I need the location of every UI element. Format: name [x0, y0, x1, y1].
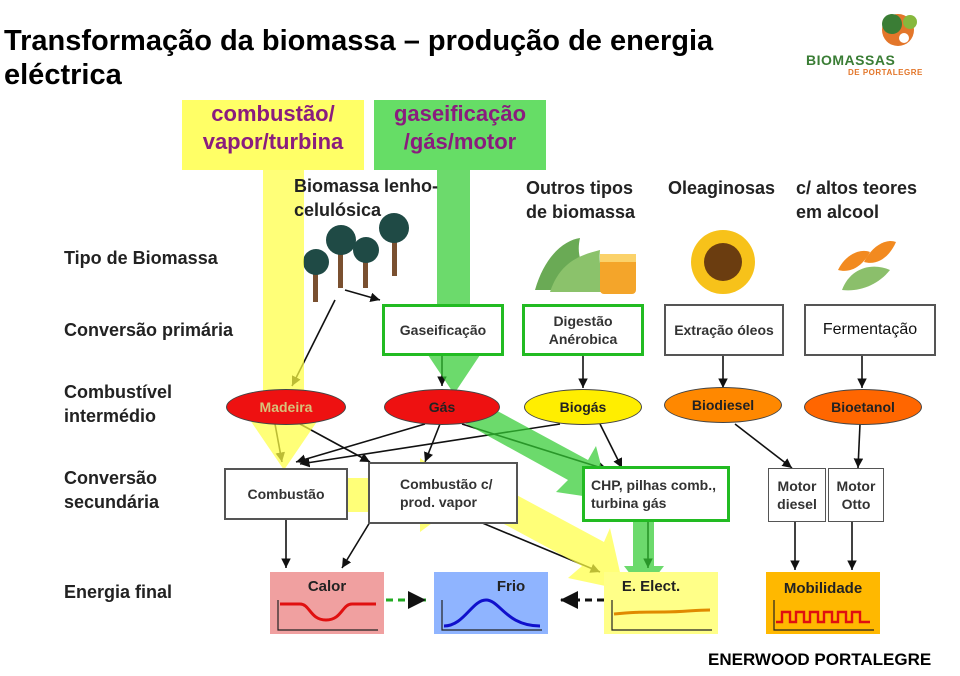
- arrow-biodiesel-to-motor: [734, 423, 793, 469]
- logo-name: BIOMASSAS: [806, 52, 896, 68]
- box-fermentacao: Fermentação: [804, 304, 936, 356]
- fuel-gas: Gás: [384, 389, 500, 425]
- box-combustao: Combustão: [224, 468, 348, 520]
- arrow-vapor-to-calor: [341, 521, 371, 569]
- fuel-bioetanol: Bioetanol: [804, 389, 922, 425]
- final-elect-label: E. Elect.: [621, 578, 681, 595]
- box-extracao: Extração óleos: [664, 304, 784, 356]
- biomass-lenho: Biomassa lenho-celulósica: [294, 176, 439, 220]
- row-label-intermedio: Combustível intermédio: [64, 382, 173, 426]
- arrow-bioetanol-to-motor: [853, 423, 864, 469]
- fuel-madeira: Madeira: [226, 389, 346, 425]
- final-frio-label: Frio: [496, 578, 526, 595]
- biomass-outros: Outros tipos de biomassa: [526, 178, 636, 222]
- final-calor: Calor: [270, 572, 384, 634]
- biomassas-logo: BIOMASSAS DE PORTALEGRE: [800, 8, 940, 88]
- corn-illustration: [838, 240, 896, 291]
- route-combustion-header: combustão/ vapor/turbina: [182, 100, 364, 170]
- row-label-secundaria: Conversão secundária: [64, 468, 160, 512]
- arrow-biogas-to-chp: [599, 423, 623, 469]
- box-motor-diesel: Motor diesel: [768, 468, 826, 522]
- box-motor-otto: Motor Otto: [828, 468, 884, 522]
- logo-subtitle: DE PORTALEGRE: [848, 68, 923, 77]
- box-digestao: Digestão Anérobica: [522, 304, 644, 356]
- biomass-oleaginosas: Oleaginosas: [668, 178, 776, 198]
- row-label-final: Energia final: [64, 582, 173, 602]
- fuel-biodiesel: Biodiesel: [664, 387, 782, 423]
- arrow-trees-to-gaseificacao: [344, 289, 381, 302]
- final-frio: Frio: [434, 572, 548, 634]
- route-gasification-header: gaseificação /gás/motor: [374, 100, 546, 170]
- trees-illustration: [303, 213, 409, 302]
- sunflower-illustration: [691, 230, 755, 294]
- box-chp: CHP, pilhas comb., turbina gás: [582, 466, 730, 522]
- elect-curve-icon: [611, 600, 712, 631]
- footer-credit: ENERWOOD PORTALEGRE: [708, 650, 932, 669]
- box-gaseificacao: Gaseificação: [382, 304, 504, 356]
- calor-curve-icon: [277, 600, 378, 631]
- frio-curve-icon: [441, 598, 542, 631]
- final-mobilidade: Mobilidade: [766, 572, 880, 634]
- page-title: Transformação da biomassa – produção de …: [4, 25, 714, 91]
- row-label-primaria: Conversão primária: [64, 320, 234, 340]
- final-calor-label: Calor: [307, 578, 347, 595]
- row-label-tipo: Tipo de Biomassa: [64, 248, 218, 268]
- biomass-alcool: c/ altos teores em alcool: [796, 178, 918, 222]
- box-combustao-vapor: Combustão c/ prod. vapor: [368, 462, 518, 524]
- fuel-biogas: Biogás: [524, 389, 642, 425]
- arrow-gas-to-combustao: [295, 423, 426, 464]
- mobilidade-curve-icon: [773, 600, 874, 631]
- final-elect: E. Elect.: [604, 572, 718, 634]
- final-mobilidade-label: Mobilidade: [783, 580, 863, 597]
- logo-emblem-icon: [882, 14, 917, 46]
- grass-illustration: [535, 238, 636, 294]
